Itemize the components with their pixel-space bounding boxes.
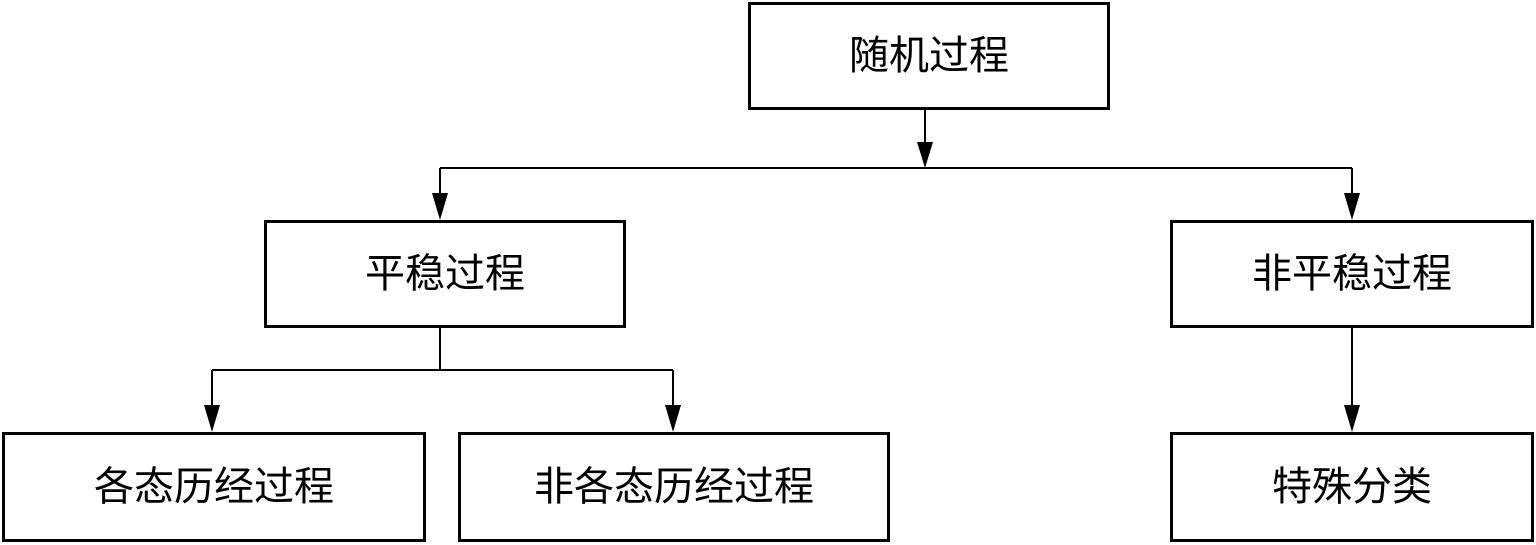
node-label: 特殊分类 — [1272, 464, 1432, 510]
node-label: 平稳过程 — [365, 251, 525, 297]
arrowhead-special — [1344, 405, 1360, 432]
node-random-process: 随机过程 — [748, 2, 1110, 110]
arrowhead-ergodic — [204, 405, 220, 432]
node-non-stationary-process: 非平稳过程 — [1170, 220, 1534, 328]
node-label: 非平稳过程 — [1252, 251, 1452, 297]
node-non-ergodic-process: 非各态历经过程 — [458, 432, 890, 542]
arrowhead-non-stationary — [1344, 193, 1360, 220]
node-ergodic-process: 各态历经过程 — [2, 432, 426, 542]
node-label: 随机过程 — [849, 33, 1009, 79]
arrowhead-stationary — [432, 193, 448, 220]
node-label: 各态历经过程 — [94, 464, 334, 510]
node-label: 非各态历经过程 — [534, 464, 814, 510]
node-special-classification: 特殊分类 — [1170, 432, 1534, 542]
arrowhead-non-ergodic — [665, 405, 681, 432]
arrowhead-root-trunk — [917, 142, 933, 168]
node-stationary-process: 平稳过程 — [264, 220, 626, 328]
